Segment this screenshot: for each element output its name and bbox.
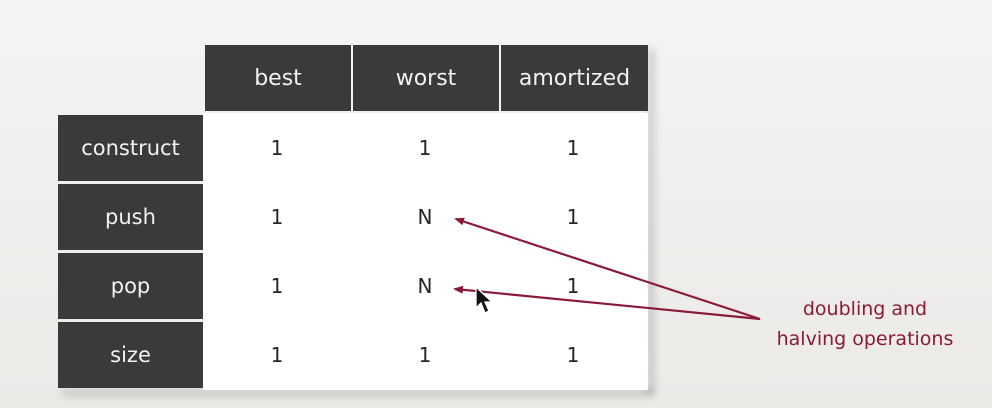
row-label-construct: construct <box>58 115 203 181</box>
cell-construct-best: 1 <box>270 136 284 160</box>
cell-pop-amortized: 1 <box>566 274 580 298</box>
cell-size-worst: 1 <box>418 343 432 367</box>
cell-size-best: 1 <box>270 343 284 367</box>
row-label-push: push <box>58 184 203 250</box>
cell-construct-amortized: 1 <box>566 136 580 160</box>
row-label-pop: pop <box>58 253 203 319</box>
column-header-amortized: amortized <box>501 45 648 111</box>
table-body: 1 1 1 1 N 1 1 N 1 1 1 1 <box>203 113 648 390</box>
cell-construct-worst: 1 <box>418 136 432 160</box>
cost-table: best worst amortized construct push pop … <box>58 45 654 396</box>
cell-pop-worst: N <box>417 274 433 298</box>
table-shadow-right <box>648 49 654 394</box>
annotation-text: doubling and halving operations <box>760 294 970 354</box>
cell-size-amortized: 1 <box>566 343 580 367</box>
mouse-pointer-icon <box>475 286 494 314</box>
table-shadow-bottom <box>62 390 654 396</box>
cell-push-amortized: 1 <box>566 205 580 229</box>
column-header-best: best <box>205 45 351 111</box>
cell-push-best: 1 <box>270 205 284 229</box>
cell-push-worst: N <box>417 205 433 229</box>
column-header-worst: worst <box>353 45 499 111</box>
annotation-line-2: halving operations <box>776 328 954 350</box>
row-label-size: size <box>58 322 203 388</box>
cell-pop-best: 1 <box>270 274 284 298</box>
annotation-line-1: doubling and <box>802 298 928 320</box>
